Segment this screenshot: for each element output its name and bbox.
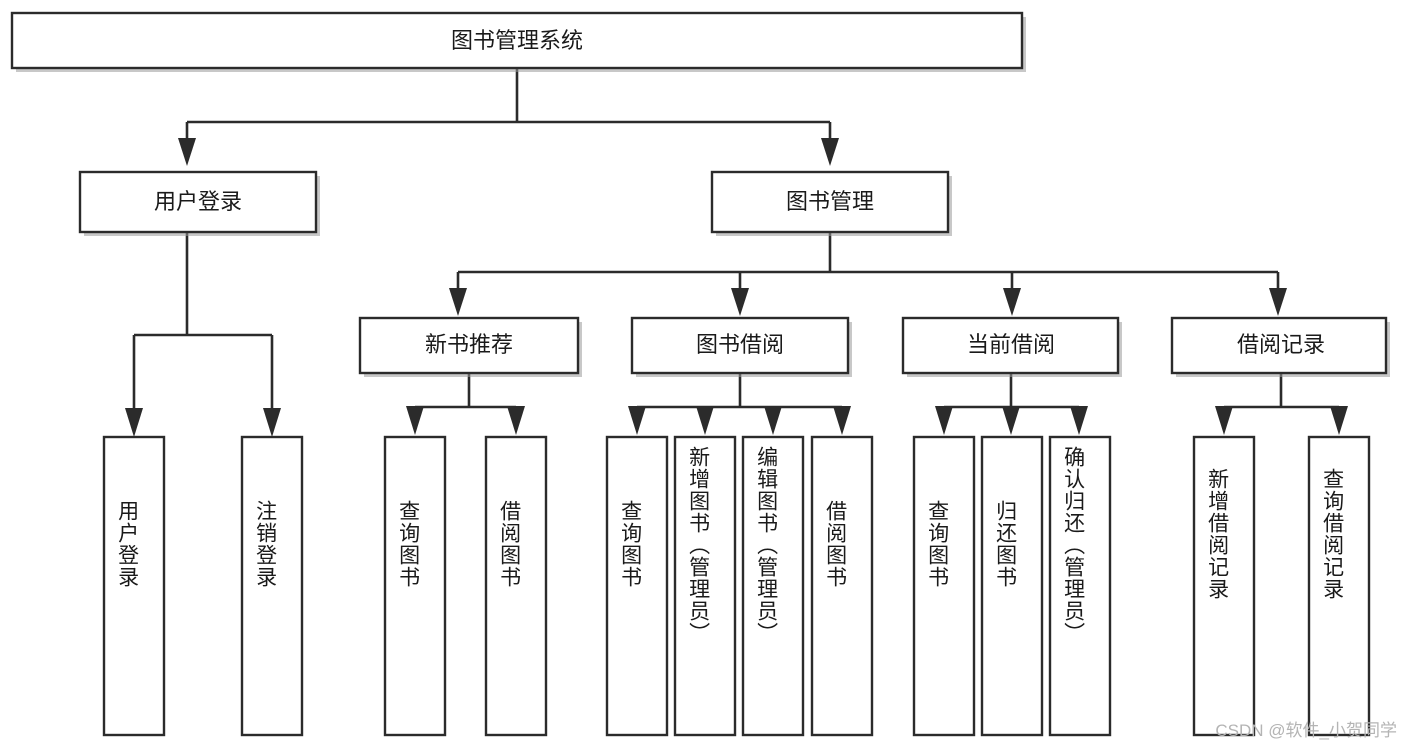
node-borrow-record-label: 借阅记录 xyxy=(1237,332,1325,357)
connector-group-root xyxy=(178,68,839,166)
leaf-user-login-1[interactable] xyxy=(102,435,166,737)
leaf-current-borrow-2-rect xyxy=(980,435,1044,737)
arrow-head-book-mgmt xyxy=(821,138,839,166)
connector-group-book-mgmt xyxy=(449,232,1287,316)
node-new-book-recommend-rect xyxy=(358,316,580,375)
leaf-book-borrow-3-rect xyxy=(741,435,805,737)
node-book-borrow-rect xyxy=(630,316,850,375)
connector-group-book-borrow xyxy=(628,373,851,435)
leaf-current-borrow-1[interactable] xyxy=(912,435,976,737)
leaf-current-borrow-2[interactable] xyxy=(980,435,1044,737)
leaf-borrow-record-2[interactable] xyxy=(1307,435,1371,737)
arrow-head-nbr-leaf-2 xyxy=(507,406,525,435)
arrow-head-leaf-logout xyxy=(263,408,281,437)
node-borrow-record[interactable]: 借阅记录 xyxy=(1170,316,1390,377)
node-user-login-rect xyxy=(78,170,318,234)
node-book-management[interactable]: 图书管理 xyxy=(710,170,952,236)
arrow-head-bb-leaf-4 xyxy=(833,406,851,435)
leaf-book-borrow-1-rect xyxy=(605,435,669,737)
arrow-head-new-book-recommend xyxy=(449,288,467,316)
connector-group-new-book-recommend xyxy=(406,373,525,435)
leaf-current-borrow-3[interactable] xyxy=(1048,435,1112,737)
arrow-head-bb-leaf-3 xyxy=(764,406,782,435)
connector-group-user-login xyxy=(125,232,281,437)
arrow-head-borrow-record xyxy=(1269,288,1287,316)
node-root-label: 图书管理系统 xyxy=(451,28,583,53)
node-book-borrow[interactable]: 图书借阅 xyxy=(630,316,852,377)
leaf-book-borrow-1[interactable] xyxy=(605,435,669,737)
leaf-borrow-record-1-rect xyxy=(1192,435,1256,737)
connector-group-current-borrow xyxy=(935,373,1088,435)
arrow-head-current-borrow xyxy=(1003,288,1021,316)
leaf-book-borrow-4[interactable] xyxy=(810,435,874,737)
arrow-head-book-borrow xyxy=(731,288,749,316)
leaf-current-borrow-1-rect xyxy=(912,435,976,737)
arrow-head-br-leaf-2 xyxy=(1330,406,1348,435)
arrow-head-br-leaf-1 xyxy=(1215,406,1233,435)
node-user-login-label: 用户登录 xyxy=(154,189,242,214)
leaf-book-borrow-2[interactable] xyxy=(673,435,737,737)
arrow-head-cb-leaf-3 xyxy=(1070,406,1088,435)
leaf-borrow-record-1[interactable] xyxy=(1192,435,1256,737)
node-book-management-label: 图书管理 xyxy=(786,189,874,214)
node-current-borrow[interactable]: 当前借阅 xyxy=(901,316,1122,377)
arrow-head-cb-leaf-2 xyxy=(1002,406,1020,435)
leaf-current-borrow-3-rect xyxy=(1048,435,1112,737)
node-new-book-recommend[interactable]: 新书推荐 xyxy=(358,316,582,377)
csdn-watermark: CSDN @软件_小贺同学 xyxy=(1215,721,1397,740)
leaf-borrow-record-2-rect xyxy=(1307,435,1371,737)
node-book-management-rect xyxy=(710,170,950,234)
leaf-user-login-1-rect xyxy=(102,435,166,737)
arrow-head-bb-leaf-2 xyxy=(696,406,714,435)
arrow-head-cb-leaf-1 xyxy=(935,406,953,435)
node-user-login[interactable]: 用户登录 xyxy=(78,170,320,236)
node-current-borrow-label: 当前借阅 xyxy=(967,332,1055,357)
leaf-user-login-2[interactable] xyxy=(240,435,304,737)
connector-group-borrow-record xyxy=(1215,373,1348,435)
arrow-head-user-login xyxy=(178,138,196,166)
arrow-head-leaf-user-login xyxy=(125,408,143,437)
leaf-new-book-recommend-2[interactable] xyxy=(484,435,548,737)
leaf-new-book-recommend-2-rect xyxy=(484,435,548,737)
node-current-borrow-rect xyxy=(901,316,1120,375)
leaf-new-book-recommend-1[interactable] xyxy=(383,435,447,737)
leaf-new-book-recommend-1-rect xyxy=(383,435,447,737)
leaf-book-borrow-2-rect xyxy=(673,435,737,737)
node-root-rect xyxy=(10,11,1024,70)
node-book-borrow-label: 图书借阅 xyxy=(696,332,784,357)
arrow-head-bb-leaf-1 xyxy=(628,406,646,435)
node-borrow-record-rect xyxy=(1170,316,1388,375)
leaf-user-login-2-rect xyxy=(240,435,304,737)
leaf-book-borrow-4-rect xyxy=(810,435,874,737)
node-new-book-recommend-label: 新书推荐 xyxy=(425,332,513,357)
node-root[interactable]: 图书管理系统 xyxy=(10,11,1026,72)
arrow-head-nbr-leaf-1 xyxy=(406,406,424,435)
leaf-book-borrow-3[interactable] xyxy=(741,435,805,737)
